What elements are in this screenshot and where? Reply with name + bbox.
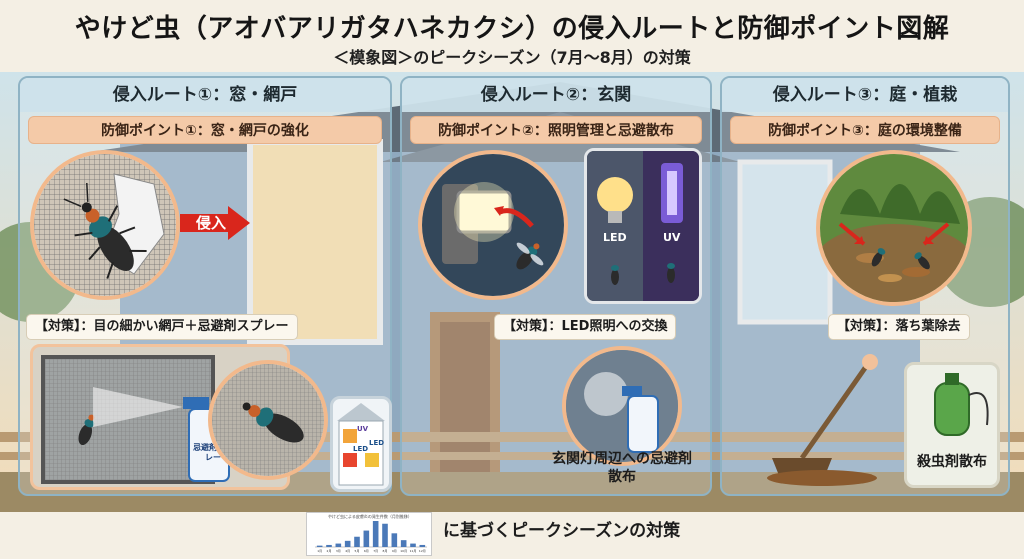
entrance-spray-drawing — [566, 350, 678, 462]
chart-tick-label: 2月 — [327, 549, 332, 553]
chart-bar — [363, 530, 370, 547]
measure-entrance: 【対策】：LED照明への交換 — [494, 314, 677, 340]
panel-window-route: 侵入ルート①：窓・網戸 防御ポイント①：窓・網戸の強化 — [18, 76, 392, 496]
invasion-arrow-icon — [180, 206, 250, 240]
page-title: やけど虫（アオバアリガタハネカクシ）の侵入ルートと防御ポイント図解 — [74, 14, 950, 44]
chart-bar — [419, 544, 426, 547]
measure-window: 【対策】：目の細かい網戸＋忌避剤スプレー — [26, 314, 298, 340]
chart-tick-label: 8月 — [383, 549, 388, 553]
chart-tick-label: 7月 — [373, 549, 378, 553]
page-subtitle: ＜模象図＞のピークシーズン（7月〜8月）の対策 — [333, 48, 691, 67]
monthly-chart: やけど虫による皮膚炎の発生件数（月別推移） 1月 2月 3月 4月 5月 6月 7月 8月 9月… — [306, 512, 432, 556]
chart-bar — [326, 544, 332, 547]
entrance-spray-circle — [562, 346, 682, 466]
route-title-window: 侵入ルート①：窓・網戸 — [20, 78, 390, 112]
pesticide-sprayer-icon — [934, 373, 989, 436]
chart-bar — [335, 543, 342, 547]
leaf-litter-circle — [816, 150, 972, 306]
beetle-screen-illustration — [34, 154, 176, 296]
beetle-zoom-illustration — [212, 364, 324, 476]
leaf-litter-illustration — [820, 154, 968, 302]
house-led-label-1: LED — [369, 439, 385, 447]
panel-entrance-route: 侵入ルート②：玄関 防御ポイント②：照明管理と忌避散布 — [400, 76, 712, 496]
rake-illustration — [767, 354, 878, 486]
chart-tick-label: 3月 — [336, 549, 341, 553]
chart-bar — [316, 545, 323, 547]
spray-bottle-label: 忌避剤スプレー — [193, 443, 233, 462]
led-uv-comparison: LED UV — [584, 148, 702, 304]
pesticide-spray-caption: 殺虫剤散布 — [917, 454, 987, 470]
house-led-label-2: LED — [353, 445, 369, 453]
chart-tick-label: 1月 — [317, 549, 322, 553]
invasion-arrow-label: 侵入 — [196, 214, 227, 232]
house-light-diagram: UV LED LED — [330, 396, 392, 492]
chart-bar — [372, 521, 379, 547]
mini-chart-title: やけど虫による皮膚炎の発生件数（月別推移） — [328, 514, 412, 519]
chart-tick-label: 9月 — [392, 549, 397, 553]
entrance-light-circle — [418, 150, 568, 300]
defense-point-window: 防御ポイント①：窓・網戸の強化 — [28, 116, 382, 144]
house-light-drawing — [337, 403, 385, 486]
defense-point-entrance: 防御ポイント②：照明管理と忌避散布 — [410, 116, 702, 144]
house-uv-label: UV — [357, 425, 369, 433]
panel-garden-route: 侵入ルート③：庭・植栽 防御ポイント③：庭の環境整備 — [720, 76, 1010, 496]
entrance-spray-caption: 玄関灯周辺への忌避剤散布 — [552, 451, 692, 485]
route-title-entrance: 侵入ルート②：玄関 — [402, 78, 710, 112]
footer-text: に基づくピークシーズンの対策 — [443, 521, 681, 541]
uv-label: UV — [663, 231, 681, 244]
chart-bar — [382, 523, 388, 547]
chart-tick-label: 5月 — [355, 549, 360, 553]
spray-on-screen-drawing — [41, 355, 230, 484]
pesticide-sprayer-box: 殺虫剤散布 — [904, 362, 1000, 488]
chart-bar — [344, 540, 351, 547]
chart-tick-label: 11月 — [410, 549, 417, 553]
chart-bar — [391, 533, 398, 547]
chart-tick-label: 12月 — [419, 549, 426, 553]
chart-tick-label: 6月 — [364, 549, 369, 553]
chart-tick-label: 10月 — [400, 549, 407, 553]
chart-bar — [354, 536, 360, 547]
route-title-garden: 侵入ルート③：庭・植栽 — [722, 78, 1008, 112]
chart-bar — [410, 543, 416, 547]
beetle-zoom-circle — [208, 360, 328, 480]
beetle-on-screen-circle — [30, 150, 180, 300]
defense-point-garden: 防御ポイント③：庭の環境整備 — [730, 116, 1000, 144]
led-label: LED — [603, 231, 627, 244]
chart-bar — [400, 540, 407, 547]
entrance-light-illustration — [422, 154, 564, 296]
measure-garden: 【対策】：落ち葉除去 — [828, 314, 970, 340]
led-uv-drawing — [587, 151, 699, 301]
chart-tick-label: 4月 — [345, 549, 350, 553]
